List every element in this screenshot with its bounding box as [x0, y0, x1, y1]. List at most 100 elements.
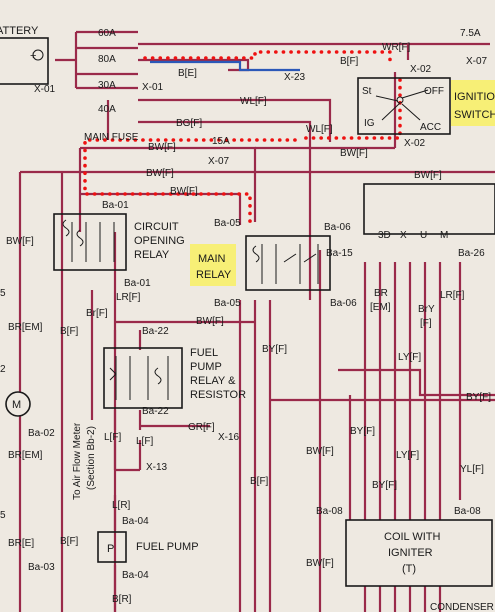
wire-bw8: BW[F] — [306, 446, 334, 457]
wire-ly2: LY[F] — [396, 450, 419, 461]
main-relay-highlight — [190, 244, 236, 286]
wire-mark-5b: 5 — [0, 510, 6, 521]
ignition-label-1: IGNITION — [454, 91, 495, 103]
fuse-75a: 7.5A — [460, 28, 481, 39]
circuit-relay-label-1: CIRCUIT — [134, 221, 179, 233]
wire-bw1: BW[F] — [148, 142, 176, 153]
term-x: X — [400, 230, 407, 241]
circuit-relay-label-2: OPENING — [134, 235, 185, 247]
conn-x02a: X-02 — [410, 64, 432, 75]
conn-x02b: X-02 — [404, 138, 426, 149]
conn-ba03: Ba-03 — [28, 562, 55, 573]
pump-symbol: P — [107, 543, 114, 555]
wire-wr: WR[F] — [382, 42, 411, 53]
conn-ba06a: Ba-06 — [324, 222, 351, 233]
airflow-label-2: (Section Bb-2) — [86, 426, 97, 490]
wire-bf1: B[F] — [340, 56, 359, 67]
term-m: M — [440, 230, 448, 241]
fuel-pump: P FUEL PUMP — [97, 531, 199, 563]
wire-bry-2: [F] — [420, 318, 432, 329]
term-u: U — [420, 230, 427, 241]
main-fuse-label: MAIN FUSE — [84, 132, 139, 143]
coil-label-3: (T) — [402, 563, 416, 575]
svg-text:+: + — [30, 50, 36, 62]
wire-ly1: LY[F] — [398, 352, 421, 363]
wire-labels: WR[F] B[F] B[E] WL[F] WL[F] BG[F] BW[F] … — [0, 42, 491, 605]
motor-symbol: M — [12, 399, 21, 411]
wire-bw5: BW[F] — [414, 170, 442, 181]
airflow-label-1: To Air Flow Meter — [72, 422, 83, 500]
conn-ba08b: Ba-08 — [454, 506, 481, 517]
conn-x07a: X-07 — [466, 56, 488, 67]
fuel-pump-relay-label-3: RELAY & — [190, 375, 236, 387]
conn-ba26: Ba-26 — [458, 248, 485, 259]
fuse-60a: 60A — [98, 28, 116, 39]
wire-lr1: LR[F] — [116, 292, 141, 303]
conn-x13: X-13 — [146, 462, 168, 473]
wire-bf4: B[F] — [60, 536, 79, 547]
conn-ba05a: Ba-05 — [214, 218, 241, 229]
conn-x16: X-16 — [218, 432, 240, 443]
conn-ba01b: Ba-01 — [124, 278, 151, 289]
wire-wl1: WL[F] — [240, 96, 267, 107]
wire-mark-5a: 5 — [0, 288, 6, 299]
connector-labels: X-01 X-01 X-23 X-02 X-02 X-07 X-07 X-16 … — [28, 56, 488, 581]
wire-brr: B[R] — [112, 594, 132, 605]
fuse-15a: 15A — [212, 136, 230, 147]
fuel-pump-relay-label-1: FUEL — [190, 347, 218, 359]
conn-ba15: Ba-15 — [326, 248, 353, 259]
conn-ba06b: Ba-06 — [330, 298, 357, 309]
wire-lr4: L[R] — [112, 500, 131, 511]
wire-brem1: BR[EM] — [8, 322, 43, 333]
conn-x07b: X-07 — [208, 156, 230, 167]
fuel-pump-relay-label-4: RESISTOR — [190, 389, 246, 401]
fuel-pump-label: FUEL PUMP — [136, 541, 199, 553]
wire-lf1: L[F] — [104, 432, 121, 443]
main-relay-label-2: RELAY — [196, 269, 232, 281]
wire-be: B[E] — [178, 68, 197, 79]
wire-gr: GR[F] — [188, 422, 215, 433]
conn-x01b: X-01 — [142, 82, 164, 93]
wire-by3: BY[F] — [372, 480, 397, 491]
wire-by1: BY[F] — [262, 344, 287, 355]
switch-pos-ig: IG — [364, 118, 375, 129]
wire-br-em-2: [EM] — [370, 302, 391, 313]
fuel-pump-relay: FUEL PUMP RELAY & RESISTOR — [103, 347, 246, 409]
main-relay-label-1: MAIN — [198, 253, 226, 265]
conn-ba04b: Ba-04 — [122, 570, 149, 581]
condenser-label: CONDENSER — [430, 602, 494, 612]
switch-pos-st: St — [362, 86, 372, 97]
ignition-highlight — [451, 80, 495, 126]
wire-bf2: B[F] — [60, 326, 79, 337]
wire-br-em-1: BR — [374, 288, 388, 299]
wire-mark-2: 2 — [0, 364, 6, 375]
conn-ba02: Ba-02 — [28, 428, 55, 439]
wire-bw6: BW[F] — [6, 236, 34, 247]
wire-bry-1: BrY — [418, 304, 435, 315]
coil-label-2: IGNITER — [388, 547, 433, 559]
switch-pos-off: OFF — [424, 86, 444, 97]
fuse-80a: 80A — [98, 54, 116, 65]
fuel-pump-relay-label-2: PUMP — [190, 361, 222, 373]
fuse-labels: 60A 80A 30A 40A 15A 7.5A MAIN FUSE — [84, 28, 481, 147]
wire-bw2: BW[F] — [340, 148, 368, 159]
motor: M — [5, 391, 31, 417]
conn-ba04a: Ba-04 — [122, 516, 149, 527]
battery: + ATTERY — [0, 25, 49, 85]
wire-lr2: LR[F] — [440, 290, 465, 301]
circuit-opening-relay: CIRCUIT OPENING RELAY — [53, 213, 185, 271]
wire-lf2: L[F] — [136, 436, 153, 447]
wire-wl2: WL[F] — [306, 124, 333, 135]
switch-pos-acc: ACC — [420, 122, 441, 133]
conn-x01a: X-01 — [34, 84, 56, 95]
conn-x23: X-23 — [284, 72, 306, 83]
main-relay: MAIN RELAY — [190, 235, 331, 291]
wire-bg: BG[F] — [176, 118, 202, 129]
circuit-relay-label-3: RELAY — [134, 249, 170, 261]
conn-ba08a: Ba-08 — [316, 506, 343, 517]
conn-ba22a: Ba-22 — [142, 326, 169, 337]
fuse-30a: 30A — [98, 80, 116, 91]
wire-by4: BY[F] — [466, 392, 491, 403]
wire-bf3: B[F] — [250, 476, 269, 487]
